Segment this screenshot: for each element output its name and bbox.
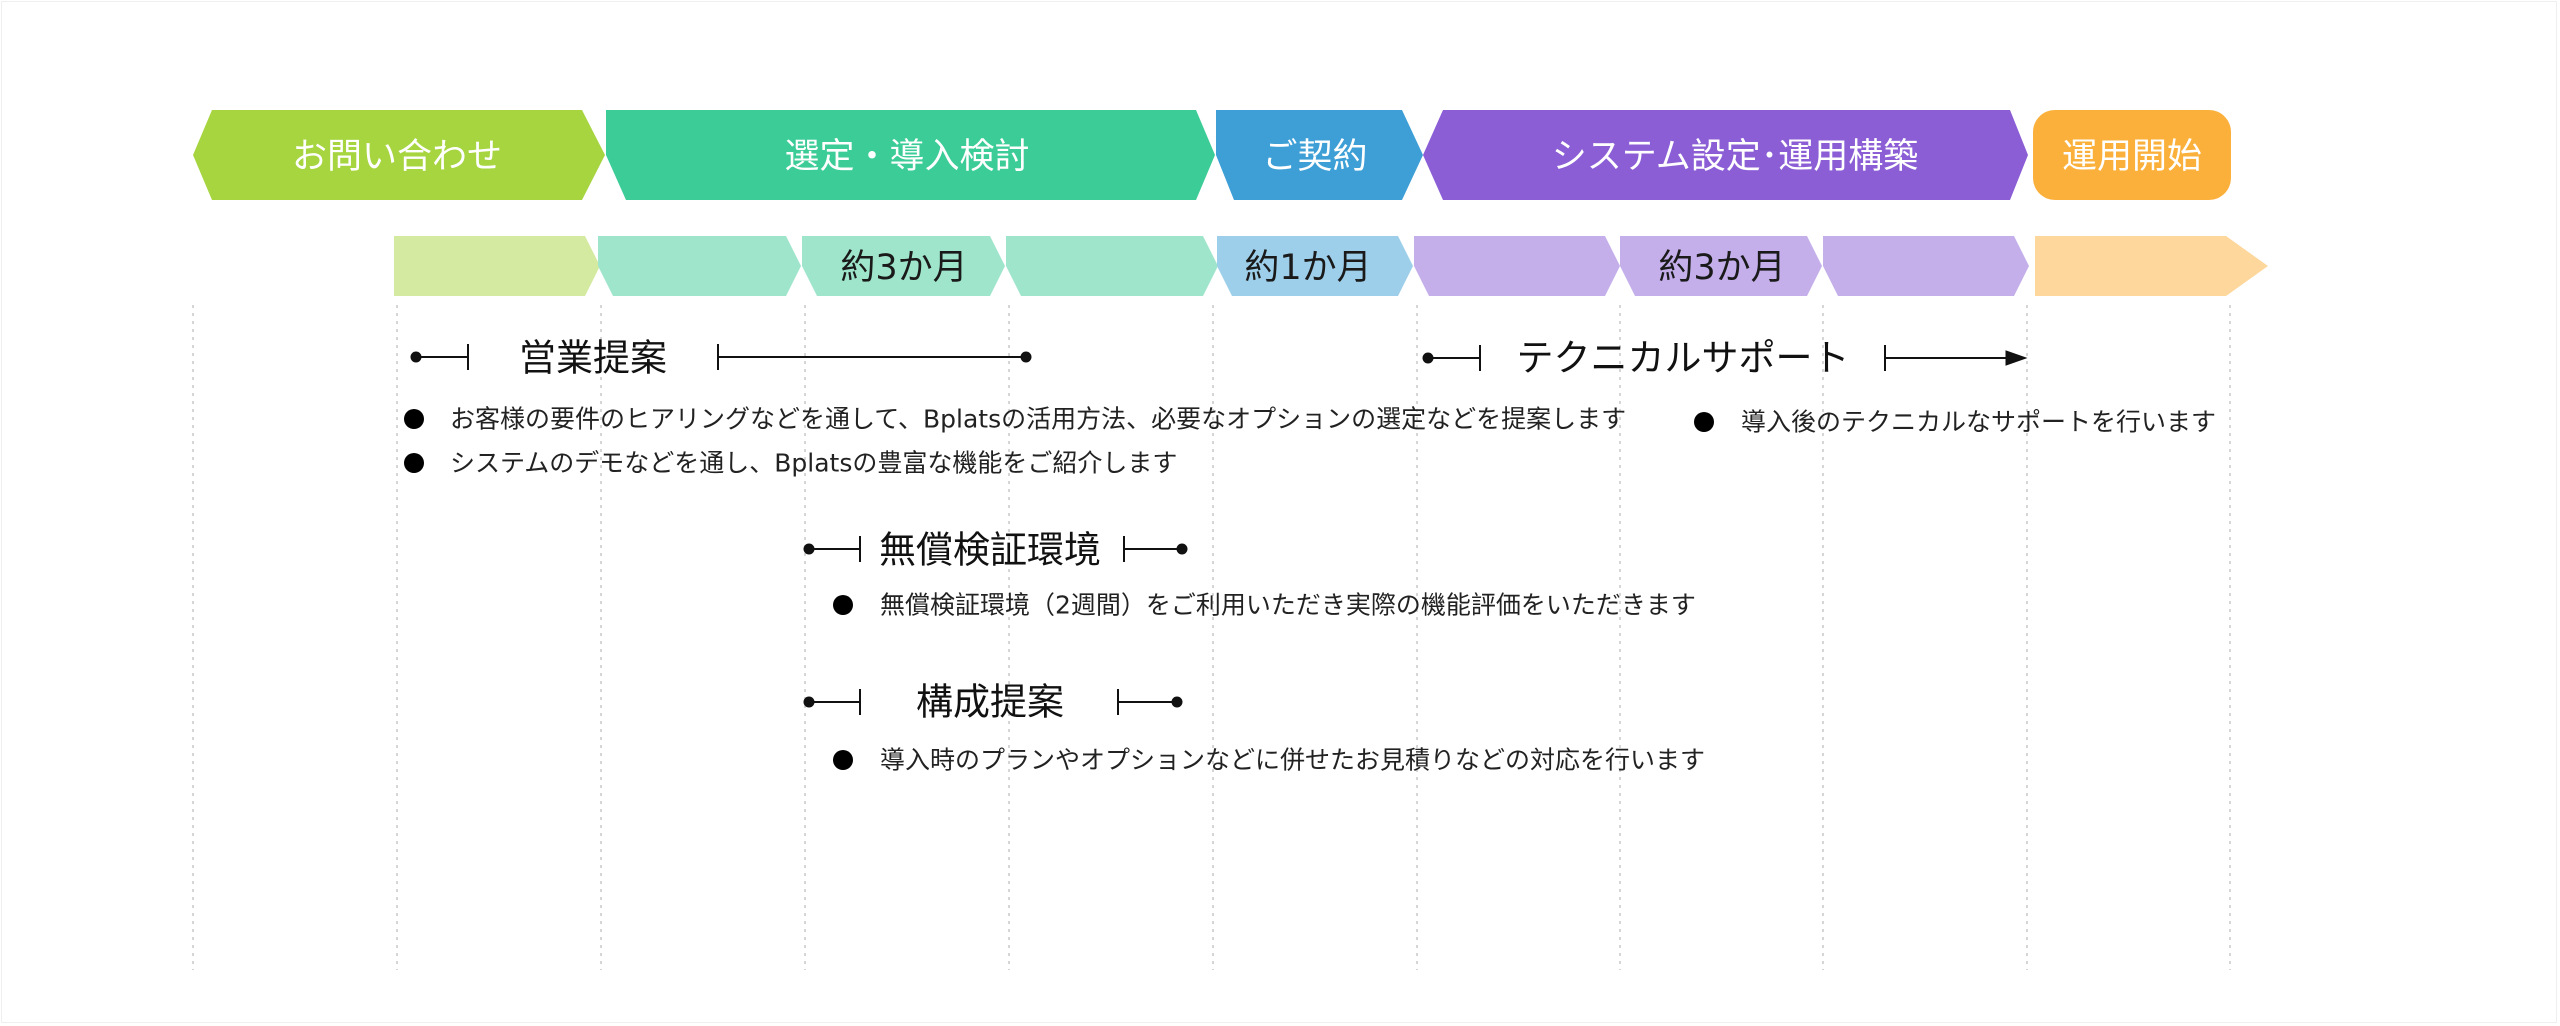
duration-contract-segment xyxy=(1217,236,1413,296)
support-bullet-1-dot xyxy=(1694,412,1714,432)
configuration-proposal-title: 構成提案 xyxy=(916,681,1064,724)
duration-start-segment xyxy=(2035,236,2268,296)
sales-bullet-1: お客様の要件のヒアリングなどを通して、Bplatsの活用方法、必要なオプションの… xyxy=(450,405,1626,434)
phase-start: 運用開始 xyxy=(2033,110,2231,200)
phase-selection-label: 選定・導入検討 xyxy=(784,137,1029,177)
sales-bullet-1-dot xyxy=(404,409,424,429)
phase-contract-shape xyxy=(1216,110,1423,200)
duration-contract-label: 約1か月 xyxy=(1244,248,1371,288)
phase-start-label: 運用開始 xyxy=(2062,137,2202,177)
phase-inquiry-shape xyxy=(193,110,605,200)
phase-row: お問い合わせ 選定・導入検討 ご契約 システム設定･運用構築 運用開始 xyxy=(193,110,2231,200)
config-end-dot xyxy=(1171,696,1183,708)
phase-setup-label: システム設定･運用構築 xyxy=(1552,137,1918,177)
sales-bullet-2: システムのデモなどを通し、Bplatsの豊富な機能をご紹介します xyxy=(450,449,1177,478)
phase-start-shape xyxy=(2033,110,2231,200)
section-technical-support xyxy=(1422,345,2028,371)
duration-row: 約3か月 約1か月 約3か月 xyxy=(394,236,2268,296)
phase-inquiry-label: お問い合わせ xyxy=(292,137,502,177)
support-bullet-1: 導入後のテクニカルなサポートを行います xyxy=(1741,408,2216,437)
section-trial-environment xyxy=(803,536,1188,562)
duration-setup-segment-2 xyxy=(1620,236,1822,296)
duration-inquiry-segment xyxy=(394,236,600,296)
section-sales-proposal xyxy=(410,344,1032,370)
config-bullet-1-dot xyxy=(833,750,853,770)
timeline-guide-lines xyxy=(192,305,2231,970)
sales-bullet-2-dot xyxy=(404,453,424,473)
config-bullet-1: 導入時のプランやオプションなどに併せたお見積りなどの対応を行います xyxy=(880,746,1705,775)
trial-environment-title: 無償検証環境 xyxy=(879,529,1101,572)
duration-setup-segment-1 xyxy=(1414,236,1620,296)
phase-selection-shape xyxy=(606,110,1215,200)
duration-selection-segment-2 xyxy=(802,236,1005,296)
trial-end-dot xyxy=(1176,543,1188,555)
phase-selection: 選定・導入検討 xyxy=(606,110,1215,200)
support-end-arrowhead xyxy=(2005,350,2028,366)
sales-proposal-title: 営業提案 xyxy=(519,337,667,380)
technical-support-title: テクニカルサポート xyxy=(1517,337,1850,380)
sales-end-dot xyxy=(1020,351,1032,363)
trial-bullet-1-dot xyxy=(833,595,853,615)
duration-setup-label: 約3か月 xyxy=(1658,248,1785,288)
duration-selection-segment-3 xyxy=(1006,236,1218,296)
phase-setup-shape xyxy=(1423,110,2028,200)
duration-selection-segment-1 xyxy=(598,236,801,296)
section-configuration-proposal xyxy=(803,689,1183,715)
phase-contract-label: ご契約 xyxy=(1262,137,1367,177)
phase-setup: システム設定･運用構築 xyxy=(1423,110,2028,200)
phase-inquiry: お問い合わせ xyxy=(193,110,605,200)
duration-setup-segment-3 xyxy=(1823,236,2029,296)
trial-bullet-1: 無償検証環境（2週間）をご利用いただき実際の機能評価をいただきます xyxy=(880,591,1696,620)
duration-selection-label: 約3か月 xyxy=(840,248,967,288)
phase-contract: ご契約 xyxy=(1216,110,1423,200)
